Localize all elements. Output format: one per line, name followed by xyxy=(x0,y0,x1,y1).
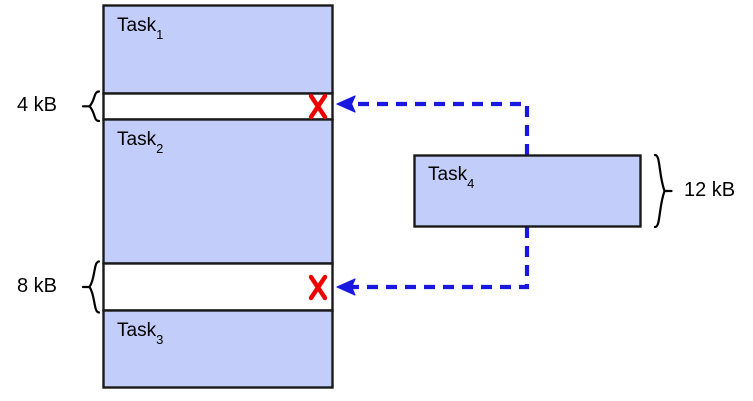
task4-subscript: 4 xyxy=(467,175,475,191)
memory-block-task2[interactable] xyxy=(102,118,334,265)
size-label-12kb: 12 kB xyxy=(684,179,736,201)
memory-block-task1[interactable] xyxy=(102,4,334,95)
size-label-8kb: 8 kB xyxy=(17,275,58,297)
brace-8kb-icon xyxy=(88,260,101,314)
memory-hole-8kb[interactable] xyxy=(102,262,334,312)
brace-4kb-icon xyxy=(88,90,101,123)
attempt-arrow-to-4kb-hole xyxy=(346,101,530,155)
cross-mark-hole-8kb xyxy=(308,274,328,301)
memory-hole-4kb[interactable] xyxy=(102,92,334,121)
incoming-task4-box[interactable] xyxy=(413,154,642,228)
cross-mark-hole-4kb xyxy=(308,93,328,120)
memory-block-task3-label: Task3 xyxy=(117,320,164,347)
memory-block-task1-label: Task1 xyxy=(117,15,164,42)
memory-block-task3[interactable] xyxy=(102,309,334,389)
incoming-task4-label: Task4 xyxy=(428,164,475,191)
attempt-arrowhead-to-8kb-hole xyxy=(336,278,356,296)
brace-12kb-icon xyxy=(653,153,666,229)
attempt-arrow-to-8kb-hole xyxy=(346,227,530,290)
size-label-4kb: 4 kB xyxy=(17,94,58,116)
task2-subscript: 2 xyxy=(156,140,164,156)
main-memory-column xyxy=(102,4,334,389)
memory-block-task2-label: Task2 xyxy=(117,129,164,156)
task3-subscript: 3 xyxy=(156,331,164,347)
attempt-arrowhead-to-4kb-hole xyxy=(336,95,356,113)
task1-subscript: 1 xyxy=(156,26,164,42)
